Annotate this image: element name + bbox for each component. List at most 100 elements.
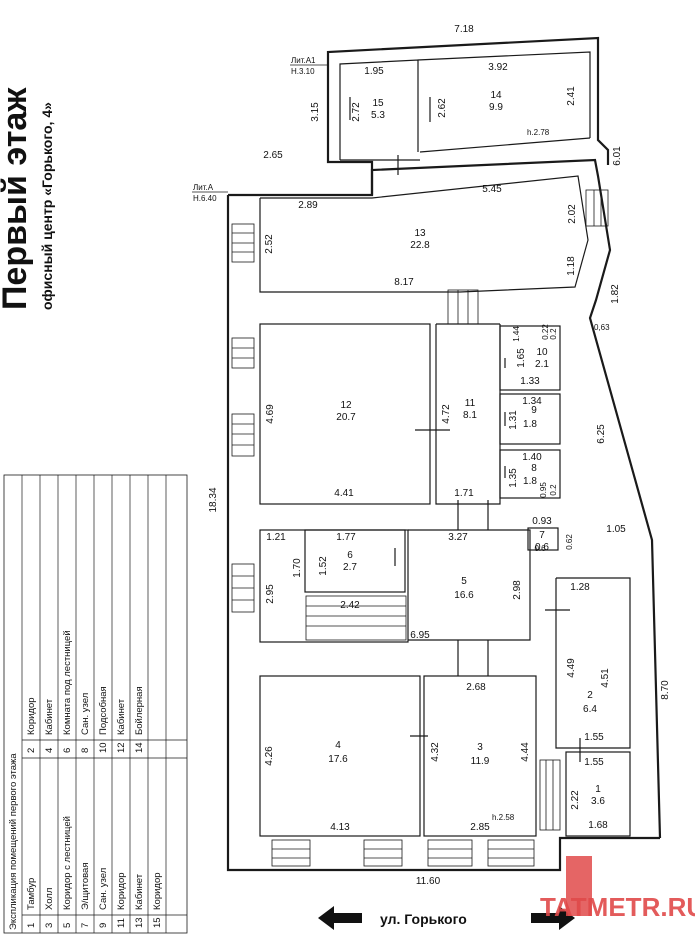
watermark: TATMETR.RU [540,856,695,922]
dim-4-69: 4.69 [265,404,276,424]
dim-4-72: 4.72 [441,404,452,424]
dim-4-32: 4.32 [430,742,441,762]
level-labels: Лит.А1 Н.3.10 Лит.А Н.6.40 h.2.78 h.2.58 [192,56,550,822]
dim-0-22: 0.22 [541,324,550,340]
room-14-area: 9.9 [489,102,503,113]
legend-row-number: 3 [44,923,55,928]
dim-1-71: 1.71 [454,488,474,499]
dim-4-26: 4.26 [264,746,275,766]
dim-1-05: 1.05 [606,524,626,535]
dim-2-72: 2.72 [351,102,362,122]
dim-1-55-bottom: 1.55 [584,757,604,768]
dim-3-92: 3.92 [488,62,508,73]
dim-5-45: 5.45 [482,184,502,195]
dim-0-2-top: 0.2 [549,328,558,340]
dim-1-33: 1.33 [520,376,540,387]
dim-6-01: 6.01 [612,146,623,166]
dim-8-70: 8.70 [660,680,671,700]
dim-7-18: 7.18 [454,24,474,35]
legend-row-number: 8 [80,748,91,753]
dim-1-95: 1.95 [364,66,384,77]
room-12-number: 12 [340,400,352,411]
legend-row-number: 14 [134,742,145,753]
legend-row-label: Подсобная [98,686,109,735]
legend-row-number: 15 [152,917,163,928]
dim-1-18: 1.18 [566,256,577,276]
room-9-area: 1.8 [523,419,537,430]
legend-row-label: Кабинет [44,698,55,735]
title-block: Первый этаж офисный центр «Горького, 4» [0,87,55,310]
lit-a1-label: Лит.А1 [291,56,316,65]
dim-8-17: 8.17 [394,277,414,288]
dim-0-2-bottom: 0.2 [549,484,558,496]
dim-1-31: 1.31 [508,410,519,430]
legend-row-label: Э/щитовая [80,863,91,911]
legend-row-number: 4 [44,748,55,753]
room-4-area: 17.6 [328,754,348,765]
door-marks [349,97,581,762]
legend-caption: Экспликация помещений первого этажа [8,753,19,930]
dim-2-98: 2.98 [512,580,523,600]
legend-row-label: Сан. узел [80,693,91,735]
page-title: Первый этаж [0,87,34,310]
room-10-number: 10 [536,347,548,358]
room-13-number: 13 [414,228,426,239]
dim-4-13: 4.13 [330,822,350,833]
legend-row-number: 5 [62,923,73,928]
dim-2-52: 2.52 [264,234,275,254]
dim-1-40: 1.40 [522,452,542,463]
room-7-area: 0.6 [535,542,549,553]
room-1-number: 1 [595,784,601,795]
watermark-text: TATMETR.RU [540,892,695,922]
room-2-area: 6.4 [583,704,597,715]
dim-1-77: 1.77 [336,532,356,543]
dim-4-41: 4.41 [334,488,354,499]
dim-1-68: 1.68 [588,820,608,831]
legend-row-number: 13 [134,917,145,928]
dim-1-21: 1.21 [266,532,286,543]
legend-row-label: Комната под лестницей [62,630,73,735]
dim-0-62: 0.62 [565,534,574,550]
legend-row-number: 7 [80,923,91,928]
dim-1-44: 1.44 [512,326,521,342]
dim-1-70: 1.70 [292,558,303,578]
dim-18-34: 18.34 [208,487,219,512]
street-indicator: ул. Горького [318,906,575,930]
dim-0-93: 0.93 [532,516,552,527]
room-10-area: 2.1 [535,359,549,370]
building-outline [226,36,662,872]
legend-table: Экспликация помещений первого этажа 1Там… [3,474,188,934]
room-5-number: 5 [461,576,467,587]
lit-a1-height: Н.3.10 [291,67,315,76]
ceiling-height-14: h.2.78 [527,128,550,137]
dim-2-02: 2.02 [567,204,578,224]
room-8-area: 1.8 [523,476,537,487]
room-2-number: 2 [587,690,593,701]
legend-row-label: Холл [44,888,55,910]
room-15-area: 5.3 [371,110,385,121]
room-6-area: 2.7 [343,562,357,573]
room-8-number: 8 [531,463,537,474]
room-14-number: 14 [490,90,502,101]
lit-a-height: Н.6.40 [193,194,217,203]
dim-6-25: 6.25 [596,424,607,444]
legend-row-label: Коридор [26,697,37,735]
dim-2-42: 2.42 [340,600,360,611]
dim-2-89: 2.89 [298,200,318,211]
dimension-labels: 7.18 1.95 3.92 3.15 2.72 2.62 2.41 2.65 … [208,24,671,887]
dim-1-65: 1.65 [516,348,527,368]
dim-4-49: 4.49 [566,658,577,678]
legend-row-label: Коридор [152,872,163,910]
dim-3-27: 3.27 [448,532,468,543]
legend-row-label: Бойлерная [134,686,145,735]
legend-row-number: 9 [98,923,109,928]
legend-row-number: 6 [62,748,73,753]
dim-2-68: 2.68 [466,682,486,693]
room-12-area: 20.7 [336,412,356,423]
room-labels: 15 5.3 14 9.9 13 22.8 12 20.7 11 8.1 10 … [328,90,605,807]
legend-row-number: 2 [26,748,37,753]
room-5-area: 16.6 [454,590,474,601]
room-3-number: 3 [477,742,483,753]
dim-0-6: 0.6 [534,544,546,553]
